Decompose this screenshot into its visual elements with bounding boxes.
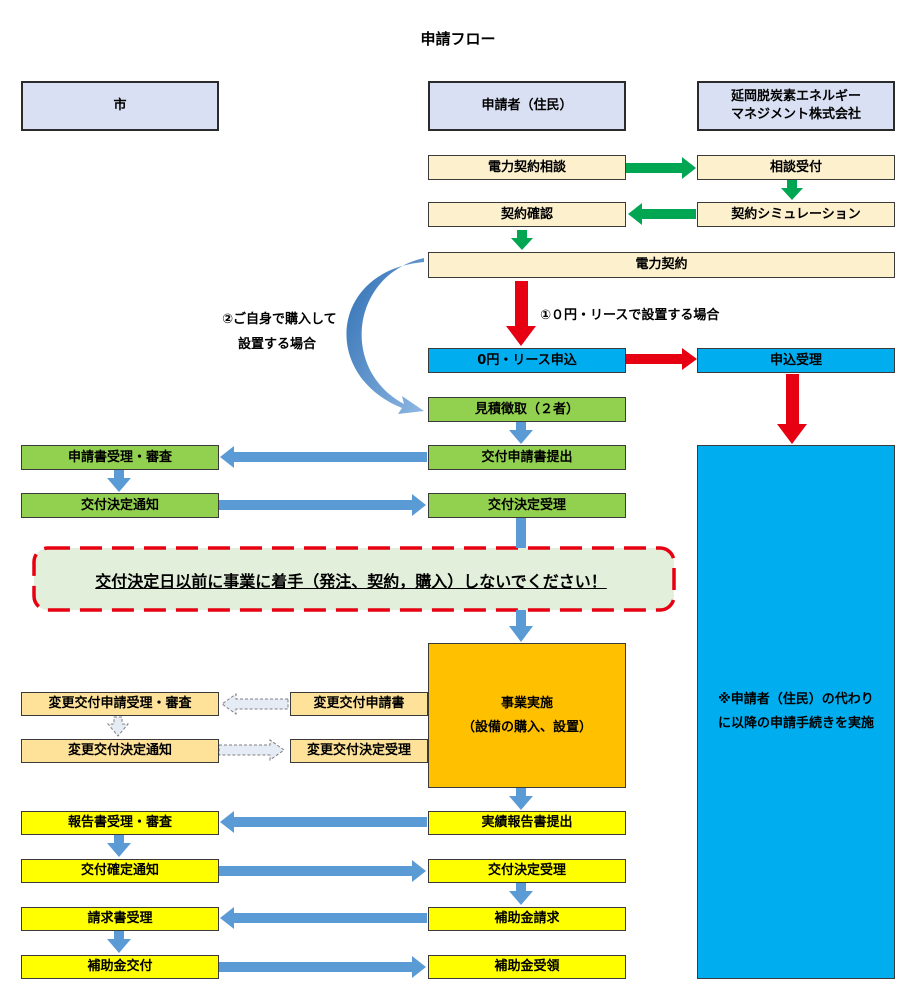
box-decision-accept-1-label: 交付決定受理 <box>487 497 566 513</box>
box-power-consult-label: 電力契約相談 <box>487 159 566 175</box>
warning-panel <box>32 546 676 612</box>
label-self-purchase-line1: ②ご自身で購入して <box>222 312 337 327</box>
arrow-project-down <box>509 788 533 810</box>
box-subsidy-request-label: 補助金請求 <box>494 911 560 927</box>
box-project-line2: （設備の購入、設置） <box>461 719 592 735</box>
arrow-consult-down <box>781 180 803 200</box>
box-change-notice-label: 変更交付決定通知 <box>67 743 172 759</box>
box-contract-confirm-label: 契約確認 <box>500 206 553 222</box>
box-company-proxy-line1: ※申請者（住民）の代わり <box>718 692 874 708</box>
arrow-confirm-down <box>511 230 533 250</box>
box-contract-confirm: 契約確認 <box>428 202 626 227</box>
box-estimate: 見積徴取（２者） <box>428 397 626 422</box>
box-contract-sim: 契約シミュレーション <box>697 202 895 227</box>
column-header-city: 市 <box>21 81 219 131</box>
column-header-applicant-label: 申請者（住民） <box>481 98 573 114</box>
arrow-warning-down <box>509 610 533 642</box>
box-company-proxy: ※申請者（住民）の代わり に以降の申請手続きを実施 <box>697 445 895 979</box>
arrow-request-to-accept <box>220 907 427 929</box>
box-apply-accept: 申込受理 <box>697 348 895 373</box>
box-change-accept: 変更交付決定受理 <box>290 739 428 763</box>
box-project-line1: 事業実施 <box>500 695 553 711</box>
arrow-accept-down <box>777 374 807 444</box>
box-power-contract: 電力契約 <box>428 252 895 278</box>
box-request-accept: 請求書受理 <box>21 907 219 931</box>
box-power-contract-label: 電力契約 <box>635 257 688 273</box>
arrow-self-purchase-curve <box>346 258 424 414</box>
box-change-review-label: 変更交付申請受理・審査 <box>48 696 192 712</box>
box-report-submit-label: 実績報告書提出 <box>481 815 573 831</box>
column-header-company-line2: マネジメント株式会社 <box>730 107 861 122</box>
box-change-accept-label: 変更交付決定受理 <box>306 743 411 759</box>
box-change-notice: 変更交付決定通知 <box>21 739 219 763</box>
label-lease-case: ①０円・リースで設置する場合 <box>540 308 720 323</box>
column-header-applicant: 申請者（住民） <box>428 81 626 131</box>
box-change-review: 変更交付申請受理・審査 <box>21 692 219 716</box>
arrow-decision-down <box>516 518 526 548</box>
box-app-review: 申請書受理・審査 <box>21 445 219 470</box>
column-header-company-line1: 延岡脱炭素エネルギー <box>730 89 861 105</box>
column-header-city-label: 市 <box>113 98 127 114</box>
box-contract-sim-label: 契約シミュレーション <box>731 206 861 222</box>
box-consult-accept-label: 相談受付 <box>769 159 822 175</box>
box-project: 事業実施 （設備の購入、設置） <box>428 643 626 788</box>
arrow-contract-to-lease <box>506 281 536 346</box>
arrow-review-down <box>107 470 131 492</box>
box-decision-accept-1: 交付決定受理 <box>428 493 626 518</box>
box-decision-accept-2-label: 交付決定受理 <box>487 863 566 879</box>
box-lease-apply: 0円・リース申込 <box>428 348 626 373</box>
box-final-notice: 交付確定通知 <box>21 859 219 883</box>
box-grant-app-submit: 交付申請書提出 <box>428 445 626 470</box>
box-company-proxy-line2: に以降の申請手続きを実施 <box>717 716 874 731</box>
box-decision-notice: 交付決定通知 <box>21 493 219 518</box>
box-power-consult: 電力契約相談 <box>428 155 626 180</box>
box-report-submit: 実績報告書提出 <box>428 811 626 835</box>
arrow-report-review-down <box>107 835 131 857</box>
box-subsidy-grant: 補助金交付 <box>21 955 219 979</box>
arrow-change-app-to-review <box>221 693 289 715</box>
box-consult-accept: 相談受付 <box>697 155 895 180</box>
box-decision-accept-2: 交付決定受理 <box>428 859 626 883</box>
arrow-submit-to-review <box>220 446 427 468</box>
box-request-accept-label: 請求書受理 <box>87 911 153 927</box>
arrow-change-notice-to-accept <box>218 739 285 761</box>
box-app-review-label: 申請書受理・審査 <box>67 449 172 465</box>
box-subsidy-receive-label: 補助金受領 <box>494 959 560 975</box>
arrow-notice-to-accept <box>219 494 426 516</box>
arrow-estimate-down <box>509 422 533 444</box>
box-subsidy-receive: 補助金受領 <box>428 955 626 979</box>
box-subsidy-request: 補助金請求 <box>428 907 626 931</box>
warning-message: 交付決定日以前に事業に着手（発注、契約，購入）しないでください！ <box>95 572 607 591</box>
box-final-notice-label: 交付確定通知 <box>80 863 159 879</box>
column-header-company: 延岡脱炭素エネルギー マネジメント株式会社 <box>697 81 895 131</box>
arrow-request-review-down <box>107 931 131 953</box>
label-self-purchase-line2: 設置する場合 <box>238 337 317 352</box>
box-change-app-label: 変更交付申請書 <box>313 696 405 712</box>
arrow-decision2-down <box>509 883 533 905</box>
box-report-review-label: 報告書受理・審査 <box>67 815 172 831</box>
box-report-review: 報告書受理・審査 <box>21 811 219 835</box>
box-change-app: 変更交付申請書 <box>290 692 428 716</box>
box-lease-apply-label: 0円・リース申込 <box>477 352 577 368</box>
arrow-lease-to-accept <box>626 348 697 370</box>
box-subsidy-grant-label: 補助金交付 <box>87 959 153 975</box>
box-decision-notice-label: 交付決定通知 <box>80 497 159 513</box>
arrow-grant-to-receive <box>219 956 426 978</box>
box-grant-app-submit-label: 交付申請書提出 <box>481 449 573 465</box>
arrow-sim-to-confirm <box>628 203 696 225</box>
arrow-report-to-review <box>220 811 427 833</box>
arrow-change-review-down <box>106 716 130 737</box>
box-apply-accept-label: 申込受理 <box>769 352 822 368</box>
arrow-final-to-accept <box>219 860 426 882</box>
arrow-consult-to-company <box>626 157 696 179</box>
page-title: 申請フロー <box>420 30 496 48</box>
box-estimate-label: 見積徴取（２者） <box>474 401 579 417</box>
